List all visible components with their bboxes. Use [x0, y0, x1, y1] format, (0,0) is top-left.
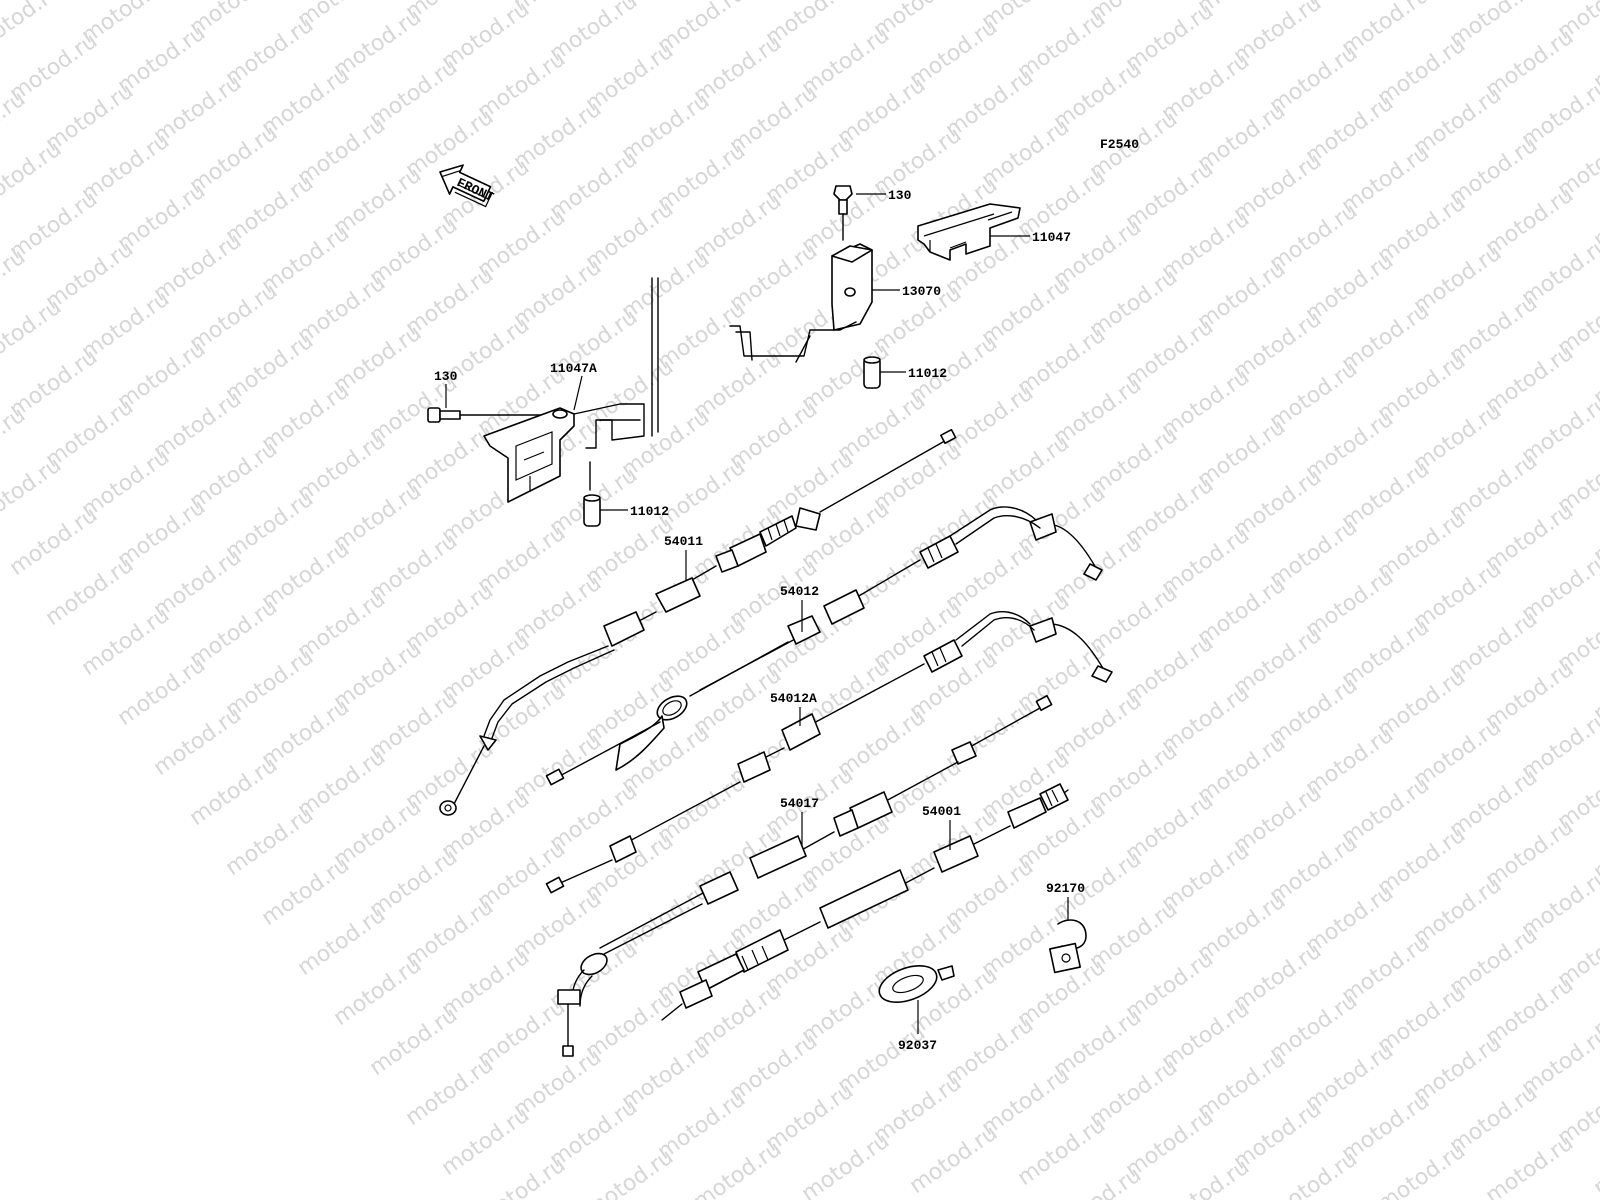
watermark-text: motod.ru [689, 1137, 786, 1200]
part-54012[interactable]: 54012 [545, 506, 1103, 786]
part-13070[interactable]: 13070 [729, 243, 941, 363]
watermark-text: motod.ru [221, 803, 318, 881]
label-92170: 92170 [1046, 881, 1085, 896]
part-54001[interactable]: 54001 [661, 783, 1069, 1021]
part-11047[interactable]: 11047 [917, 203, 1071, 261]
cable-icon [439, 428, 957, 816]
watermark-text: motod.ru [149, 703, 246, 781]
label-92037: 92037 [898, 1038, 937, 1053]
part-54011[interactable]: 54011 [439, 428, 957, 816]
watermark-text: motod.ru [473, 1153, 570, 1200]
part-130-top[interactable]: 130 [833, 185, 912, 241]
watermark-text: motod.ru [185, 753, 282, 831]
watermark-text: motod.ru [77, 603, 174, 681]
watermark-text: motod.ru [0, 0, 66, 57]
label-130-left: 130 [434, 369, 458, 384]
speedometer-cable-icon [661, 783, 1069, 1021]
label-11012-left: 11012 [630, 504, 669, 519]
part-54017[interactable]: 54017 [557, 694, 1053, 1057]
watermark-text: motod.ru [1265, 1147, 1362, 1200]
watermark-text: motod.ru [5, 503, 102, 581]
watermark-text: motod.ru [113, 653, 210, 731]
part-11047A[interactable]: 11047A [483, 277, 659, 503]
part-11012-top[interactable]: 11012 [863, 356, 947, 389]
watermark-text: motod.ru [437, 1103, 534, 1181]
grommet-icon [878, 964, 955, 1004]
watermark-text: motod.ru [1157, 1155, 1254, 1200]
label-54012: 54012 [780, 584, 819, 599]
label-11012-top: 11012 [908, 366, 947, 381]
watermark-text: motod.ru [1013, 1113, 1110, 1191]
bolt-icon [833, 185, 853, 241]
label-54017: 54017 [780, 796, 819, 811]
label-130-top: 130 [888, 188, 912, 203]
part-54012A[interactable]: 54012A [545, 611, 1113, 894]
watermark-text: motod.ru [365, 1003, 462, 1081]
bracket-icon [483, 277, 659, 503]
label-11047: 11047 [1032, 230, 1071, 245]
watermark-text: motod.ru [797, 1129, 894, 1200]
collar-icon [863, 356, 881, 389]
watermark-text: motod.ru [329, 953, 426, 1031]
watermark-text: motod.ru [0, 295, 66, 373]
watermark-text: motod.ru [257, 853, 354, 931]
part-92170[interactable]: 92170 [1046, 881, 1087, 974]
watermark-text: motod.ru [0, 453, 66, 531]
cable-icon [557, 694, 1053, 1057]
cable-icon [545, 611, 1113, 894]
cable-holder-icon [729, 243, 873, 363]
clamp-icon [1048, 919, 1087, 974]
watermark-text: motod.ru [41, 553, 138, 631]
watermark-text: motod.ru [293, 903, 390, 981]
watermark-text: motod.ru [1373, 1139, 1470, 1200]
watermark-text: motod.ru [905, 1121, 1002, 1199]
part-11012-left[interactable]: 11012 [583, 461, 669, 527]
bracket-icon [917, 203, 1021, 261]
diagram-code: F2540 [1100, 137, 1139, 152]
watermark-text: motod.ru [1049, 1163, 1146, 1200]
cable-icon [545, 506, 1103, 786]
label-11047A: 11047A [550, 361, 597, 376]
label-54001: 54001 [922, 804, 961, 819]
watermark-text: motod.ru [581, 1145, 678, 1200]
label-54012A: 54012A [770, 691, 817, 706]
label-13070: 13070 [902, 284, 941, 299]
part-92037[interactable]: 92037 [874, 959, 955, 1053]
watermark-text: motod.ru [0, 137, 66, 215]
collar-icon [583, 494, 601, 527]
watermark-text: motod.ru [401, 1053, 498, 1131]
label-54011: 54011 [664, 534, 703, 549]
watermark-text: motod.ru [1481, 1131, 1578, 1200]
